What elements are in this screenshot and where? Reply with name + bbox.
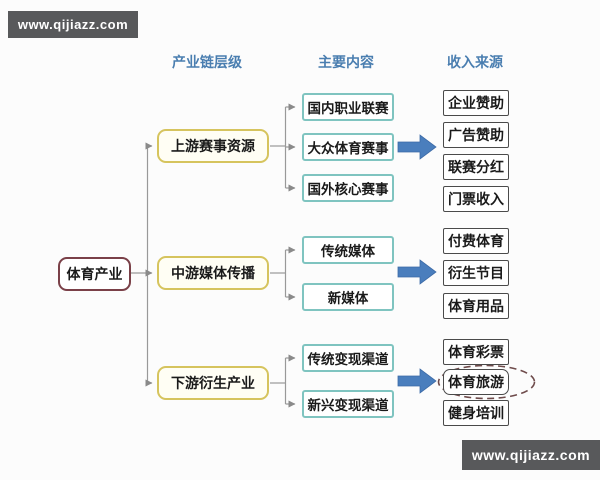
- node-new-media: 新媒体: [302, 283, 394, 311]
- watermark-top-left: www.qijiazz.com: [8, 11, 138, 38]
- node-derivative-programs: 衍生节目: [443, 260, 509, 286]
- node-downstream-derivatives: 下游衍生产业: [157, 366, 269, 400]
- node-traditional-media: 传统媒体: [302, 236, 394, 264]
- big-arrow-upstream-icon: [397, 134, 437, 160]
- column-header-income-source: 收入来源: [447, 54, 503, 70]
- node-sporting-goods: 体育用品: [443, 293, 509, 319]
- node-traditional-monetization: 传统变现渠道: [302, 344, 394, 372]
- node-domestic-pro-leagues: 国内职业联赛: [302, 93, 394, 121]
- node-midstream-media: 中游媒体传播: [157, 256, 269, 290]
- node-mass-sports-events: 大众体育赛事: [302, 133, 394, 161]
- watermark-bottom-right: www.qijiazz.com: [462, 440, 600, 470]
- node-sports-industry: 体育产业: [58, 257, 131, 291]
- node-fitness-training: 健身培训: [443, 400, 509, 426]
- node-corporate-sponsorship: 企业赞助: [443, 90, 509, 116]
- node-ticket-revenue: 门票收入: [443, 186, 509, 212]
- node-foreign-core-events: 国外核心赛事: [302, 174, 394, 202]
- column-header-main-content: 主要内容: [318, 54, 374, 70]
- node-sports-tourism: 体育旅游: [443, 369, 509, 395]
- node-league-dividends: 联赛分红: [443, 154, 509, 180]
- big-arrow-downstream-icon: [397, 368, 437, 394]
- big-arrow-midstream-icon: [397, 259, 437, 285]
- node-paid-sports: 付费体育: [443, 228, 509, 254]
- column-header-chain-level: 产业链层级: [172, 54, 242, 70]
- node-sports-lottery: 体育彩票: [443, 339, 509, 365]
- node-new-monetization: 新兴变现渠道: [302, 390, 394, 418]
- big-arrows: [397, 134, 437, 394]
- node-upstream-event-resources: 上游赛事资源: [157, 129, 269, 163]
- node-ad-sponsorship: 广告赞助: [443, 122, 509, 148]
